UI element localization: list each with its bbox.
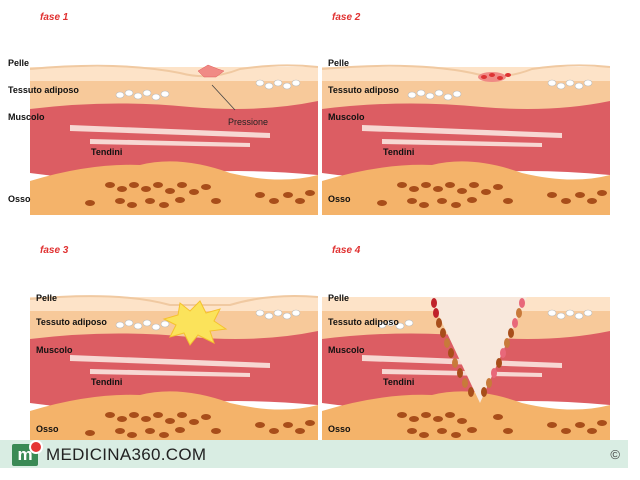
bone-layer: [322, 391, 610, 440]
label-osso: Osso: [328, 424, 351, 434]
label-pelle: Pelle: [328, 58, 350, 68]
label-muscolo: Muscolo: [328, 345, 365, 355]
panel-fase-1: Pressione Pelle: [8, 55, 319, 215]
label-tessuto-adiposo: Tessuto adiposo: [328, 85, 399, 95]
phase-label-2: fase 2: [332, 12, 361, 23]
fat-cells: [377, 309, 593, 330]
brand-name: MEDICINA360.COM: [46, 445, 207, 464]
inflamed-spot: [478, 72, 511, 82]
muscle-layer: [322, 101, 610, 179]
label-tessuto-adiposo: Tessuto adiposo: [8, 85, 79, 95]
muscle-layer: [30, 101, 318, 179]
bone-layer: [30, 391, 318, 440]
bone-cells: [397, 412, 607, 438]
skin-surface: [29, 295, 319, 306]
label-tendini: Tendini: [383, 377, 415, 387]
pressure-spot: [197, 64, 225, 78]
label-tendini: Tendini: [383, 147, 415, 157]
label-osso: Osso: [36, 424, 59, 434]
fat-cells: [115, 79, 301, 101]
phase-label-1: fase 1: [40, 12, 69, 23]
brand-dot-icon: [29, 440, 43, 454]
label-osso: Osso: [8, 194, 31, 204]
fat-cells: [407, 79, 593, 101]
panel-fase-3: [29, 285, 319, 440]
brand-logo-icon: m: [12, 440, 43, 466]
label-pelle: Pelle: [8, 58, 30, 68]
panel-fase-2: [321, 55, 611, 215]
label-muscolo: Muscolo: [328, 112, 365, 122]
panel-4-labels: Pelle Tessuto adiposo Muscolo Tendini Os…: [328, 285, 448, 440]
bone-cells: [85, 182, 315, 208]
panel-2-labels: Pelle Tessuto adiposo Muscolo Tendini Os…: [328, 55, 448, 215]
label-muscolo: Muscolo: [36, 345, 73, 355]
skin-surface: [29, 64, 319, 78]
muscle-layer: [30, 331, 318, 409]
label-pelle: Pelle: [36, 293, 58, 303]
copyright-icon: ©: [610, 447, 620, 462]
bone-layer: [322, 161, 610, 215]
tendon-band: [70, 125, 270, 138]
tendon-band: [90, 139, 250, 147]
tendon-band: [362, 125, 562, 138]
pressure-arrow: [211, 84, 236, 111]
footer-bar: [0, 440, 628, 468]
bone-layer: [30, 161, 318, 215]
tendon-band: [70, 355, 270, 368]
label-tessuto-adiposo: Tessuto adiposo: [328, 317, 399, 327]
brand-logo[interactable]: m MEDICINA360.COM: [12, 440, 207, 467]
tendon-band: [382, 139, 542, 147]
bone-cells: [377, 182, 607, 208]
label-tendini: Tendini: [91, 377, 123, 387]
ulcer-crater: [430, 297, 527, 403]
rupture-star: [162, 300, 228, 346]
panel-1-labels: Pelle Tessuto adiposo Muscolo Tendini Os…: [8, 55, 128, 215]
bone-cells: [85, 412, 315, 438]
label-tendini: Tendini: [91, 147, 123, 157]
label-muscolo: Muscolo: [8, 112, 45, 122]
tendon-band: [90, 369, 250, 377]
panel-fase-4: [322, 285, 610, 440]
label-pelle: Pelle: [328, 293, 350, 303]
panel-3-labels: Pelle Tessuto adiposo Muscolo Tendini Os…: [36, 285, 156, 440]
ulcer-wall-left: [431, 298, 474, 397]
label-tessuto-adiposo: Tessuto adiposo: [36, 317, 107, 327]
fat-cells: [115, 309, 301, 331]
label-osso: Osso: [328, 194, 351, 204]
pressure-label: Pressione: [228, 117, 268, 127]
phase-label-3: fase 3: [40, 245, 69, 256]
phase-label-4: fase 4: [332, 245, 361, 256]
ulcer-wall-right: [481, 298, 525, 397]
